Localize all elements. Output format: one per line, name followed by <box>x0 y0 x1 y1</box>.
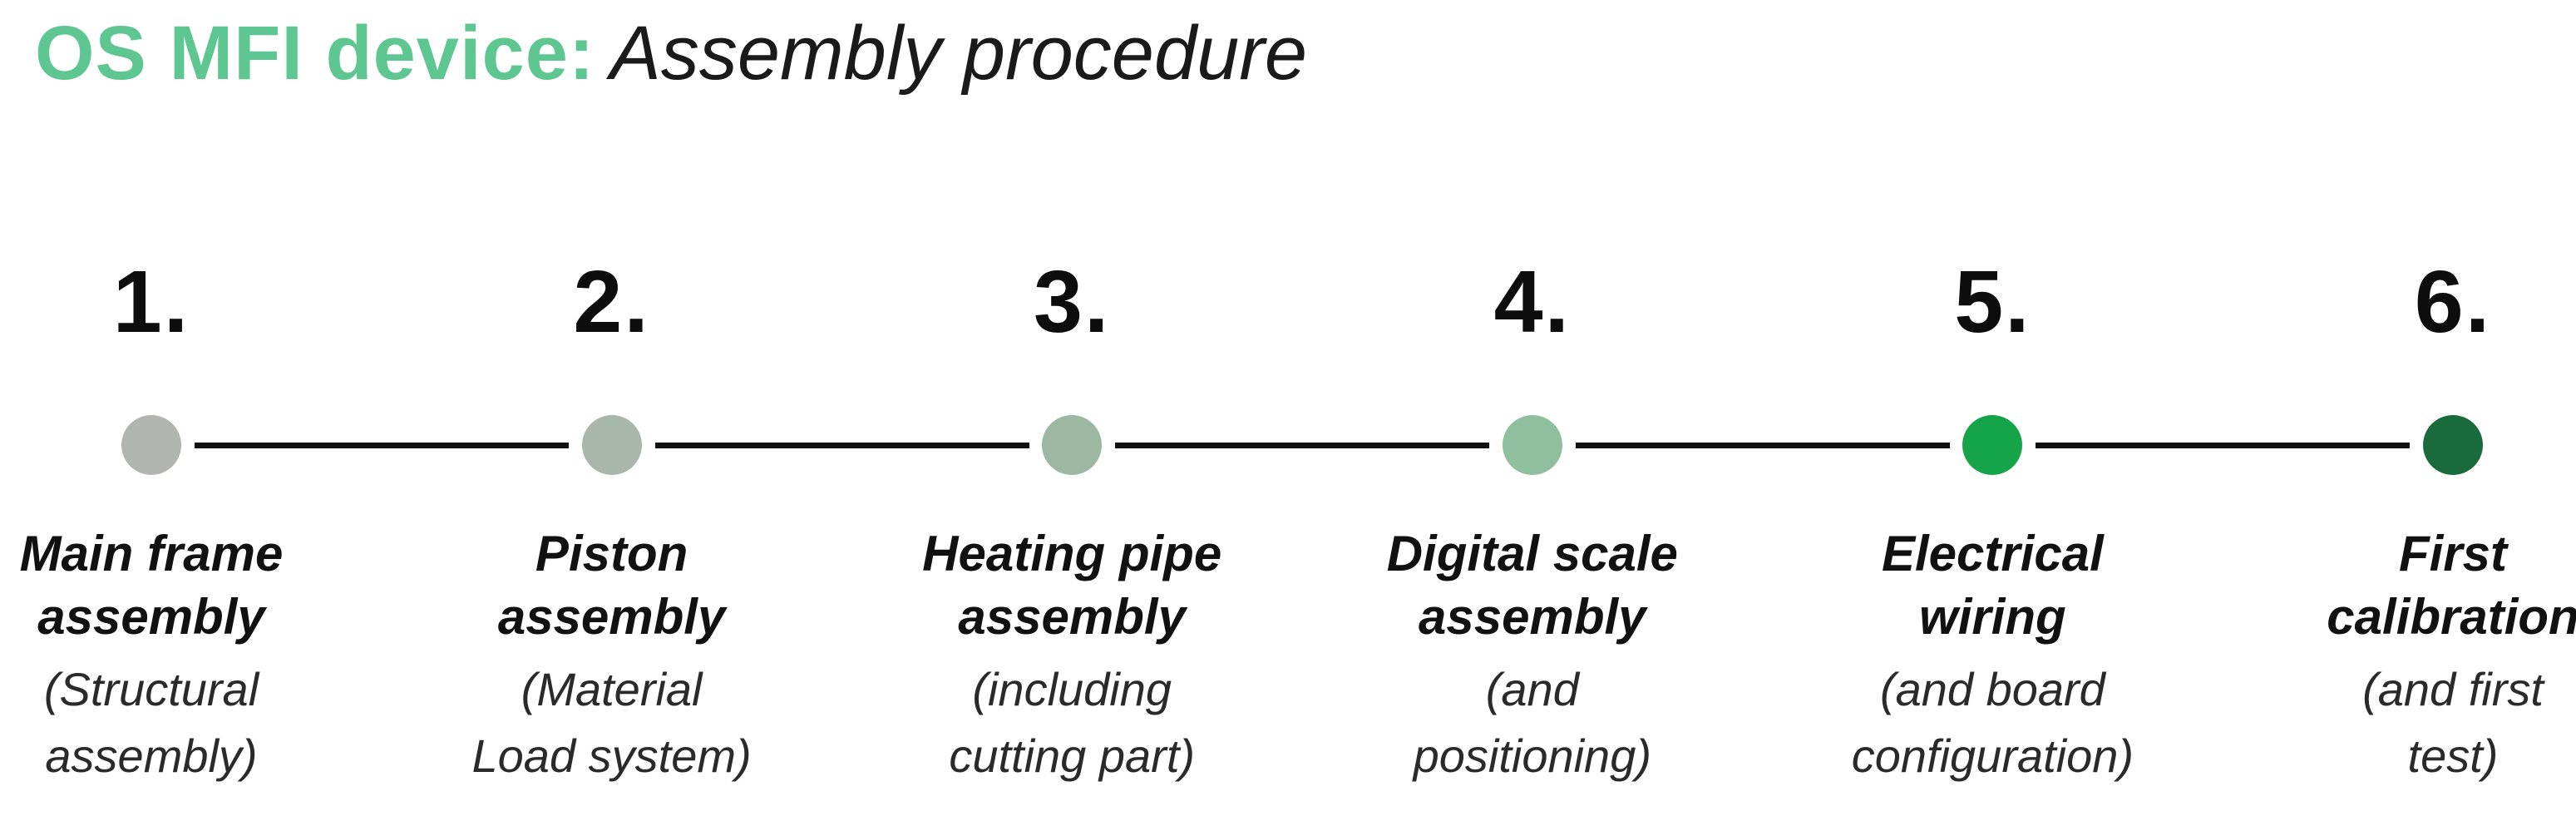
step-text: Electrical wiring (and board configurati… <box>1801 522 2184 789</box>
step-number: 5. <box>1954 253 2031 351</box>
step-dot <box>2423 415 2483 475</box>
page-title: OS MFI device:Assembly procedure <box>35 10 1307 98</box>
timeline-step: 6. First calibration (and first test) <box>2262 253 2576 782</box>
step-number: 1. <box>112 253 190 351</box>
step-subtitle: (and board configuration) <box>1851 663 2134 782</box>
step-title: Digital scale assembly <box>1386 526 1678 645</box>
timeline-step: 2. Piston assembly (Material Load system… <box>421 253 803 782</box>
timeline-connector <box>654 443 1029 448</box>
step-text: Heating pipe assembly (including cutting… <box>881 522 1263 789</box>
step-text: Piston assembly (Material Load system) <box>421 522 803 789</box>
timeline-connector <box>1115 443 1490 448</box>
timeline-step: 1. Main frame assembly (Structural assem… <box>0 253 343 782</box>
timeline-step: 5. Electrical wiring (and board configur… <box>1801 253 2184 782</box>
timeline-step: 3. Heating pipe assembly (including cutt… <box>881 253 1263 782</box>
step-dot <box>1502 415 1562 475</box>
timeline-step: 4. Digital scale assembly (and positioni… <box>1341 253 1724 782</box>
step-subtitle: (including cutting part) <box>949 663 1196 782</box>
step-dot <box>581 415 642 475</box>
step-number: 3. <box>1033 253 1111 351</box>
step-title: Heating pipe assembly <box>922 526 1222 645</box>
step-dot <box>121 415 181 475</box>
timeline-connector <box>1575 443 1950 448</box>
title-subtitle: Assembly procedure <box>609 11 1308 96</box>
step-subtitle: (and positioning) <box>1413 663 1651 782</box>
timeline-connector <box>195 443 569 448</box>
step-title: Electrical wiring <box>1881 526 2104 645</box>
step-number: 2. <box>573 253 650 351</box>
timeline-connector <box>2036 443 2411 448</box>
title-brand: OS MFI device: <box>35 11 595 96</box>
step-title: First calibration <box>2327 526 2576 645</box>
step-title: Piston assembly <box>497 526 726 645</box>
step-dot <box>1042 415 1103 475</box>
step-text: Digital scale assembly (and positioning) <box>1341 522 1724 789</box>
step-text: Main frame assembly (Structural assembly… <box>0 522 343 789</box>
step-dot <box>1962 415 2023 475</box>
step-subtitle: (and first test) <box>2362 663 2544 782</box>
step-text: First calibration (and first test) <box>2262 522 2576 789</box>
step-title: Main frame assembly <box>19 526 284 645</box>
step-subtitle: (Structural assembly) <box>43 663 259 782</box>
step-number: 4. <box>1493 253 1571 351</box>
step-number: 6. <box>2414 253 2492 351</box>
step-subtitle: (Material Load system) <box>471 663 752 782</box>
